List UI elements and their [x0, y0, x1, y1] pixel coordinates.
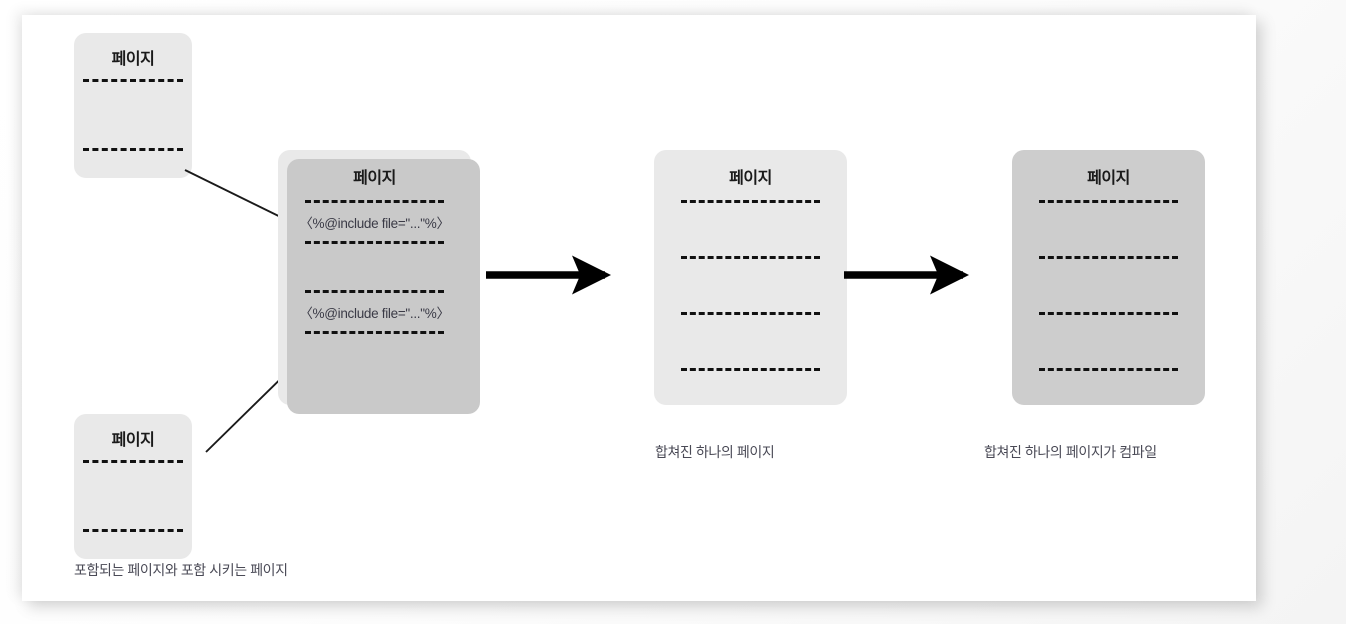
page-content-dash-line	[83, 460, 183, 463]
page-content-dash-line	[83, 529, 183, 532]
page-card-compiled: 페이지	[1012, 150, 1214, 414]
page-card-merged: 페이지	[654, 150, 856, 414]
page-content-dash-line	[305, 200, 444, 203]
caption-compiled-page: 합쳐진 하나의 페이지가 컴파일	[984, 444, 1157, 460]
caption-merged-page: 합쳐진 하나의 페이지	[655, 444, 775, 460]
page-card-title: 페이지	[1087, 170, 1130, 187]
page-content-dash-line	[83, 79, 183, 82]
page-content-dash-line	[681, 256, 820, 259]
page-content-dash-line	[305, 241, 444, 244]
diagram-paper: 페이지 페이지 페이지 〈%@include file="..."%〉 〈%@i…	[22, 15, 1256, 601]
page-content-dash-line	[681, 312, 820, 315]
page-card-title: 페이지	[111, 432, 155, 449]
page-card-title: 페이지	[729, 170, 772, 187]
page-card-source-top: 페이지	[74, 33, 192, 178]
page-card-title: 페이지	[111, 51, 155, 68]
page-content-dash-line	[681, 200, 820, 203]
include-directive-line: 〈%@include file="..."%〉	[299, 216, 450, 231]
page-content-dash-line	[681, 368, 820, 371]
page-card-including: 페이지 〈%@include file="..."%〉 〈%@include f…	[278, 150, 480, 414]
page-content-dash-line	[305, 290, 444, 293]
page-content-dash-line	[305, 331, 444, 334]
page-card-title: 페이지	[353, 170, 396, 187]
page-content-dash-line	[1039, 368, 1178, 371]
page-content-dash-line	[1039, 200, 1178, 203]
page-content-dash-line	[83, 148, 183, 151]
page-content-dash-line	[1039, 256, 1178, 259]
page-content-dash-line	[1039, 312, 1178, 315]
page-card-source-bottom: 페이지	[74, 414, 192, 559]
include-directive-line: 〈%@include file="..."%〉	[299, 306, 450, 321]
include-directive-diagram: 페이지 페이지 페이지 〈%@include file="..."%〉 〈%@i…	[22, 15, 1256, 601]
caption-source-pages: 포함되는 페이지와 포함 시키는 페이지	[74, 562, 288, 578]
